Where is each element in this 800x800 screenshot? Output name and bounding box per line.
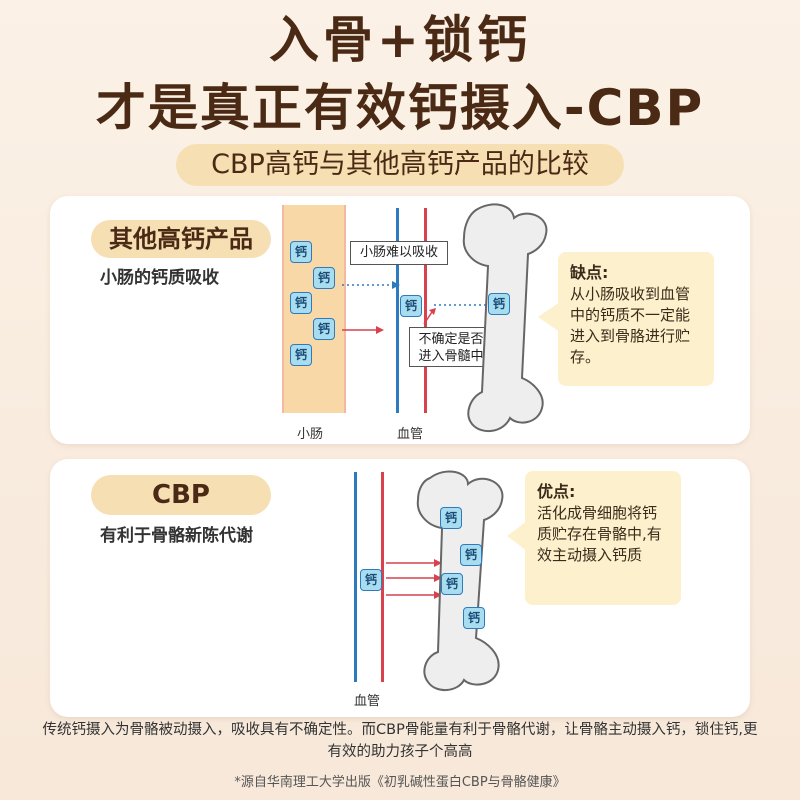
cbp-caption: 有利于骨骼新陈代谢 — [100, 526, 253, 546]
calcium-icon: 钙 — [460, 544, 482, 566]
cbp-label: CBP — [91, 475, 271, 515]
advantage-note-box: 优点: 活化成骨细胞将钙质贮存在骨骼中,有效主动摄入钙质 — [525, 471, 681, 605]
calcium-icon: 钙 — [400, 295, 422, 317]
blood-vessel-red-line — [424, 208, 427, 413]
advantage-text: 活化成骨细胞将钙质贮存在骨骼中,有效主动摄入钙质 — [537, 504, 662, 564]
calcium-icon: 钙 — [360, 569, 382, 591]
calcium-icon: 钙 — [313, 267, 335, 289]
calcium-icon: 钙 — [290, 292, 312, 314]
disadvantage-note-box: 缺点: 从小肠吸收到血管中的钙质不一定能进入到骨胳进行贮存。 — [558, 252, 714, 386]
calcium-icon: 钙 — [440, 507, 462, 529]
source-citation: *源自华南理工大学出版《初乳碱性蛋白CBP与骨骼健康》 — [234, 775, 566, 790]
calcium-icon: 钙 — [313, 318, 335, 340]
calcium-icon: 钙 — [441, 573, 463, 595]
calcium-icon: 钙 — [463, 607, 485, 629]
advantage-note: 优点: 活化成骨细胞将钙质贮存在骨骼中,有效主动摄入钙质 — [507, 471, 681, 605]
blood-vessel-red-line — [381, 472, 384, 682]
vessel-label: 血管 — [397, 427, 424, 442]
calcium-icon: 钙 — [488, 293, 510, 315]
disadvantage-title: 缺点: — [570, 263, 609, 282]
callout-uncertain-line2: 进入骨髓中 — [418, 349, 484, 364]
blood-vessel-blue-line — [396, 208, 399, 413]
main-title-line1: 入骨+锁钙 — [269, 11, 531, 69]
note-pointer — [538, 302, 560, 332]
callout-uncertain: 不确定是否 进入骨髓中 — [409, 327, 493, 367]
disadvantage-text: 从小肠吸收到血管中的钙质不一定能进入到骨胳进行贮存。 — [570, 285, 691, 366]
calcium-icon: 钙 — [290, 344, 312, 366]
bone-illustration — [462, 203, 548, 433]
disadvantage-note: 缺点: 从小肠吸收到血管中的钙质不一定能进入到骨胳进行贮存。 — [538, 252, 714, 386]
cbp-arrows — [386, 559, 442, 599]
blood-vessel-blue-line — [354, 472, 357, 682]
footer-summary: 传统钙摄入为骨骼被动摄入，吸收具有不确定性。而CBP骨能量有利于骨骼代谢，让骨骼… — [42, 722, 758, 760]
callout-hard-to-absorb: 小肠难以吸收 — [350, 241, 448, 265]
callout-uncertain-line1: 不确定是否 — [418, 332, 484, 347]
main-title-line2: 才是真正有效钙摄入-CBP — [95, 79, 705, 137]
calcium-icon: 钙 — [290, 241, 312, 263]
other-products-label: 其他高钙产品 — [91, 220, 271, 258]
note-pointer — [507, 521, 527, 551]
advantage-title: 优点: — [537, 482, 576, 501]
other-products-caption: 小肠的钙质吸收 — [100, 268, 219, 288]
intestine-label: 小肠 — [297, 427, 324, 442]
vessel-label: 血管 — [354, 694, 381, 709]
subtitle-pill: CBP高钙与其他高钙产品的比较 — [176, 144, 624, 186]
